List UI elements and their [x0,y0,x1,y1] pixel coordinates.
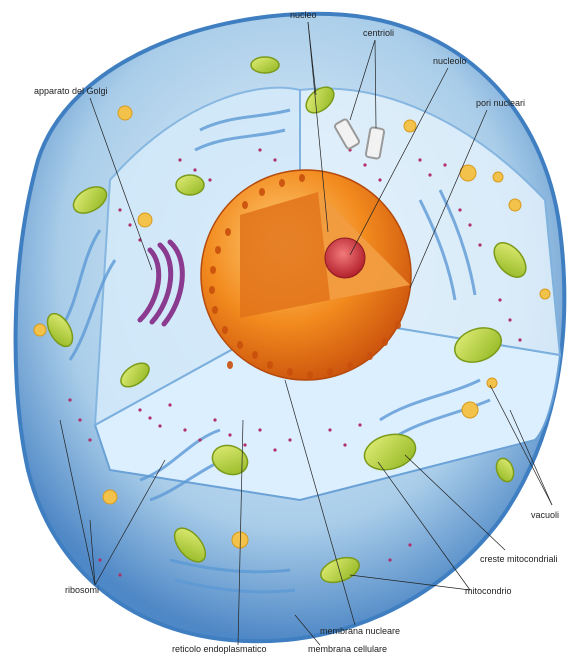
nucleus [201,170,411,380]
label-ribosomi: ribosomi [65,585,99,595]
label-mitocondrio: mitocondrio [465,586,512,596]
label-apparato-golgi: apparato del Golgi [34,86,108,96]
nucleolus [325,238,365,278]
label-vacuoli: vacuoli [531,510,559,520]
label-centrioli: centrioli [363,28,394,38]
label-nucleolo: nucleolo [433,56,467,66]
label-membrana-nucleare: membrana nucleare [320,626,400,636]
label-pori-nucleari: pori nucleari [476,98,525,108]
label-reticolo-endoplasmatico: reticolo endoplasmatico [172,644,267,654]
label-membrana-cellulare: membrana cellulare [308,644,387,654]
label-nucleo: nucleo [290,10,317,20]
label-creste-mitocondriali: creste mitocondriali [480,554,558,564]
